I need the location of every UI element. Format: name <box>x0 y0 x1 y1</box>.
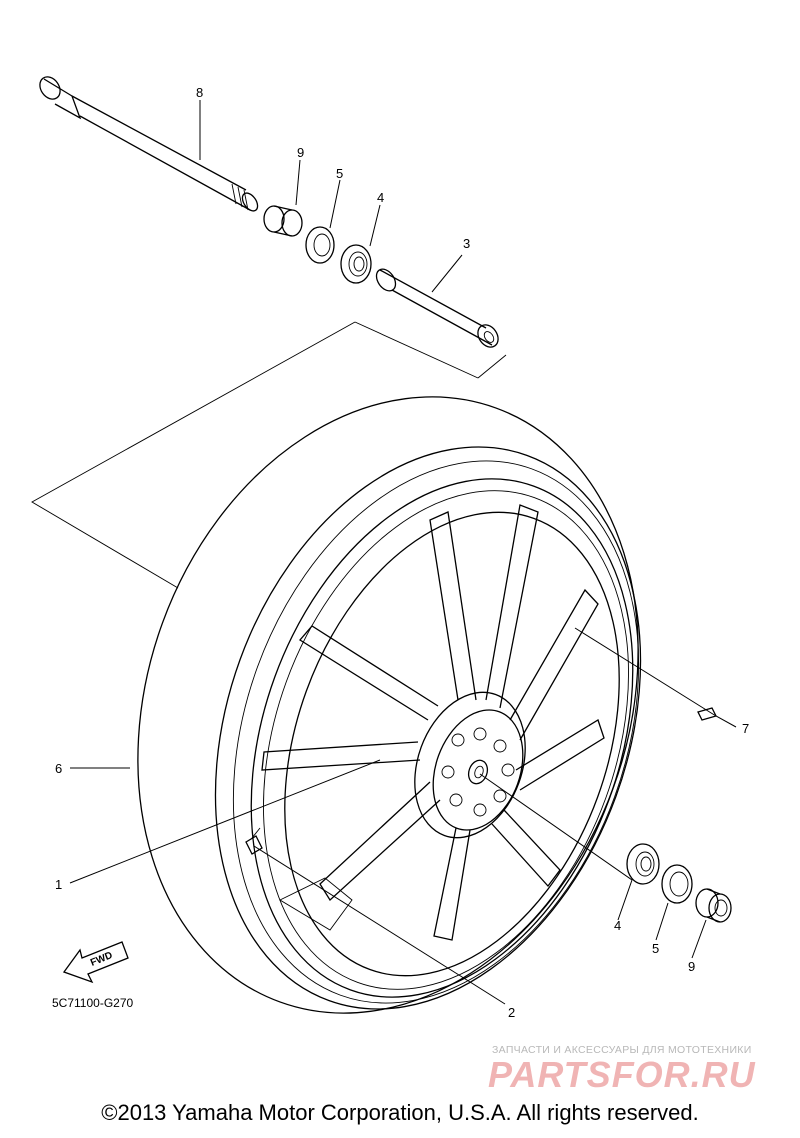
lower-oil-seal <box>661 864 693 904</box>
callout-6: 6 <box>55 761 62 776</box>
front-axle <box>39 76 259 212</box>
callout-5-top: 5 <box>336 166 343 181</box>
upper-bearing <box>340 244 372 284</box>
watermark-tagline: ЗАПЧАСТИ И АКСЕССУАРЫ ДЛЯ МОТОТЕХНИКИ <box>492 1044 752 1056</box>
callout-8: 8 <box>196 85 203 100</box>
callout-4-top: 4 <box>377 190 384 205</box>
fwd-label: FWD <box>89 950 114 969</box>
copyright-notice: ©2013 Yamaha Motor Corporation, U.S.A. A… <box>101 1100 699 1125</box>
upper-oil-seal <box>305 226 335 264</box>
upper-collar <box>263 205 303 237</box>
leader-lines <box>69 100 737 1005</box>
assembly-guide-lines <box>31 321 507 589</box>
drawing-code: 5C71100-G270 <box>52 996 133 1010</box>
callout-9-top: 9 <box>297 145 304 160</box>
forward-direction-arrow: FWD <box>62 941 129 984</box>
spacer-tube <box>375 268 499 348</box>
lower-bearing <box>626 843 660 885</box>
callout-9-bottom: 9 <box>688 959 695 974</box>
callout-2: 2 <box>508 1005 515 1020</box>
watermark-logo: PARTSFOR.RU <box>488 1054 756 1095</box>
lower-collar <box>695 888 732 923</box>
callout-3: 3 <box>463 236 470 251</box>
callout-7: 7 <box>742 721 749 736</box>
callout-4-bottom: 4 <box>614 918 621 933</box>
front-tire <box>137 396 642 1014</box>
callout-5-bottom: 5 <box>652 941 659 956</box>
cast-wheel <box>245 478 634 998</box>
callout-1: 1 <box>55 877 62 892</box>
